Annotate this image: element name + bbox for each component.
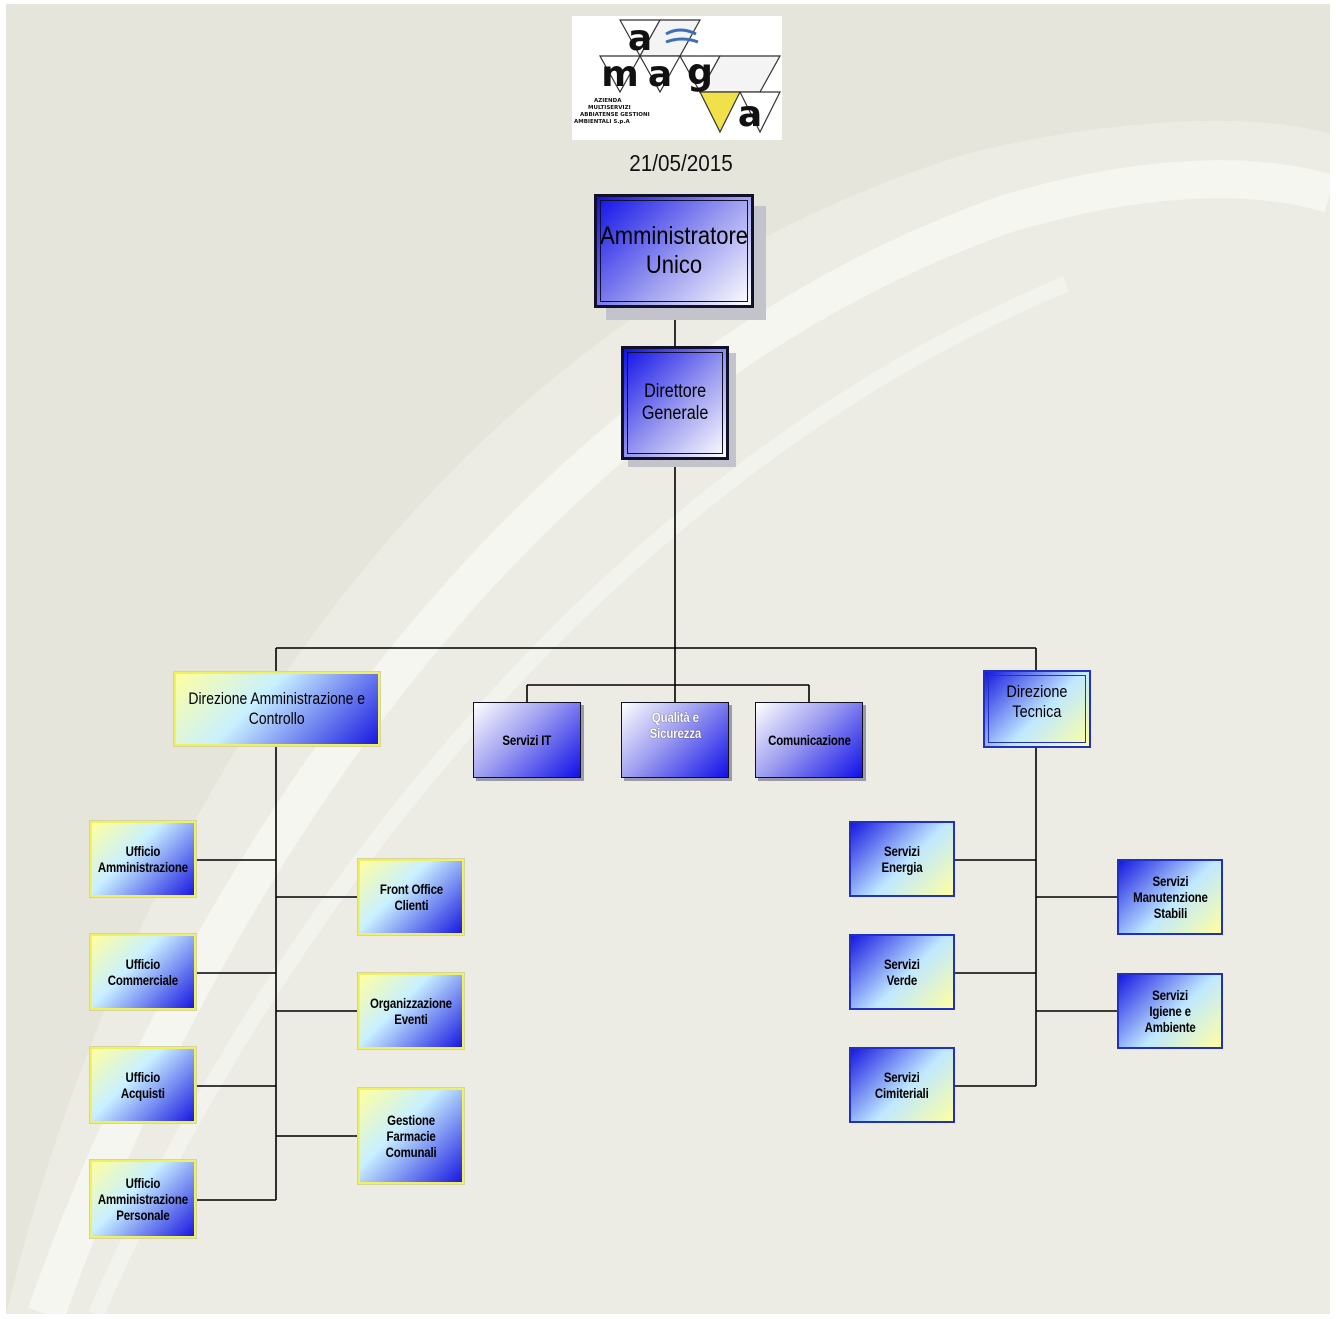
node-label: Direzione Amministrazione e Controllo	[188, 689, 366, 728]
node-label: Comunicazione	[767, 731, 851, 748]
node-label: Servizi Energia	[881, 842, 923, 875]
svg-text:a: a	[628, 18, 652, 59]
node-servizi-igiene[interactable]: Servizi Igiene e Ambiente	[1117, 973, 1223, 1049]
node-label: Organizzazione Eventi	[370, 994, 452, 1027]
node-servizi-verde[interactable]: Servizi Verde	[849, 934, 955, 1010]
node-comunicazione[interactable]: Comunicazione	[755, 702, 863, 778]
svg-text:MULTISERVIZI: MULTISERVIZI	[588, 105, 631, 111]
node-ufficio-amministrazione-personale[interactable]: Ufficio Amministrazione Personale	[90, 1160, 196, 1238]
node-qualita-sicurezza[interactable]: Qualità e Sicurezza	[621, 702, 729, 778]
node-label: Ufficio Acquisti	[120, 1068, 165, 1101]
org-chart-canvas: a m a g a AZIENDA MULTISERVIZI ABBIATENS…	[6, 4, 1330, 1314]
node-direzione-amministrazione[interactable]: Direzione Amministrazione e Controllo	[174, 672, 380, 746]
node-label: Qualità e Sicurezza	[649, 709, 701, 742]
svg-text:g: g	[687, 52, 713, 93]
node-label: Amministratore Unico	[600, 222, 748, 279]
svg-text:a: a	[738, 94, 762, 135]
node-direttore-generale[interactable]: Direttore Generale	[621, 346, 729, 460]
svg-text:m: m	[601, 54, 639, 95]
node-ufficio-acquisti[interactable]: Ufficio Acquisti	[90, 1047, 196, 1123]
svg-text:a: a	[648, 54, 672, 95]
svg-text:ABBIATENSE GESTIONI: ABBIATENSE GESTIONI	[580, 112, 650, 118]
node-ufficio-amministrazione[interactable]: Ufficio Amministrazione	[90, 821, 196, 897]
company-logo: a m a g a AZIENDA MULTISERVIZI ABBIATENS…	[572, 16, 782, 140]
node-label: Front Office Clienti	[379, 880, 443, 913]
node-label: Gestione Farmacie Comunali	[385, 1111, 437, 1161]
node-label: Direttore Generale	[641, 381, 709, 424]
node-label: Servizi Igiene e Ambiente	[1144, 986, 1196, 1036]
node-organizzazione-eventi[interactable]: Organizzazione Eventi	[358, 973, 464, 1049]
node-label: Ufficio Amministrazione Personale	[97, 1174, 189, 1224]
node-label: Direzione Tecnica	[1006, 682, 1068, 721]
svg-text:AZIENDA: AZIENDA	[594, 98, 622, 104]
node-label: Ufficio Amministrazione	[97, 842, 189, 875]
node-label: Ufficio Commerciale	[107, 955, 179, 988]
node-gestione-farmacie[interactable]: Gestione Farmacie Comunali	[358, 1088, 464, 1184]
node-ufficio-commerciale[interactable]: Ufficio Commerciale	[90, 934, 196, 1010]
node-label: Servizi Manutenzione Stabili	[1132, 872, 1208, 922]
node-servizi-cimiteriali[interactable]: Servizi Cimiteriali	[849, 1047, 955, 1123]
chart-date: 21/05/2015	[629, 150, 733, 176]
node-label: Servizi Verde	[884, 955, 920, 988]
node-front-office-clienti[interactable]: Front Office Clienti	[358, 859, 464, 935]
svg-text:AMBIENTALI S.p.A: AMBIENTALI S.p.A	[574, 119, 630, 125]
connector-lines	[196, 308, 1117, 1201]
node-label: Servizi Cimiteriali	[875, 1068, 929, 1101]
node-servizi-it[interactable]: Servizi IT	[473, 702, 581, 778]
node-amministratore-unico[interactable]: Amministratore Unico	[594, 194, 754, 308]
node-direzione-tecnica[interactable]: Direzione Tecnica	[983, 670, 1091, 748]
node-servizi-manutenzione[interactable]: Servizi Manutenzione Stabili	[1117, 859, 1223, 935]
node-servizi-energia[interactable]: Servizi Energia	[849, 821, 955, 897]
node-label: Servizi IT	[502, 731, 552, 748]
